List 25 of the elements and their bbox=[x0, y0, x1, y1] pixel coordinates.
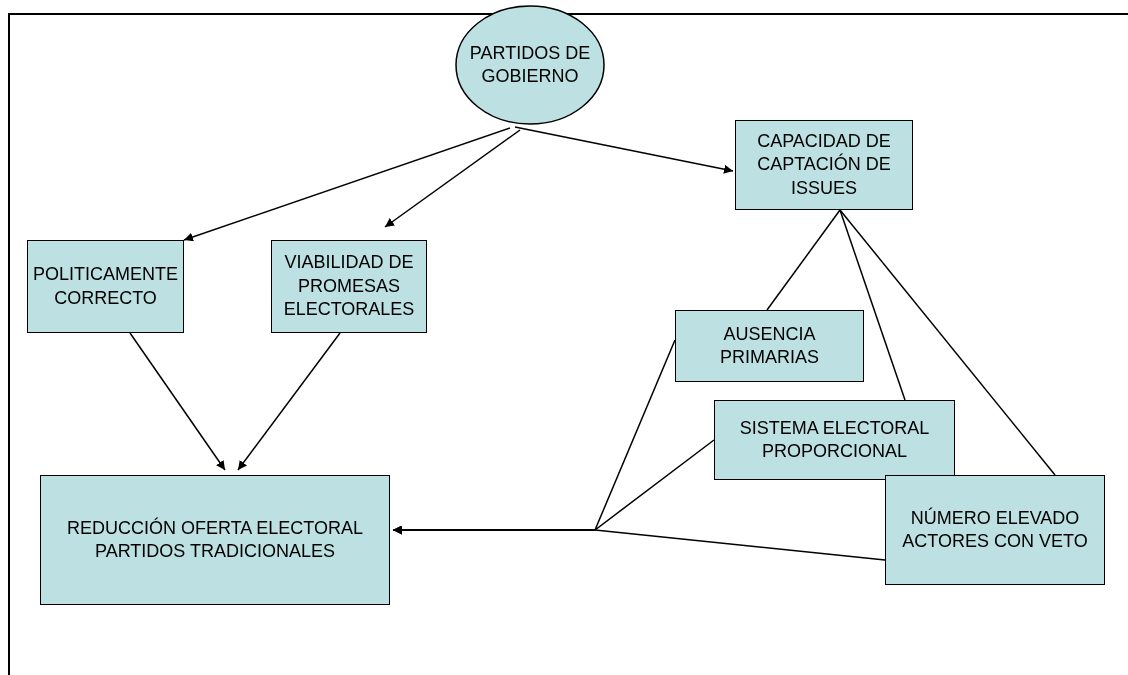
process-box bbox=[27, 240, 184, 333]
node-text: SISTEMA ELECTORAL PROPORCIONAL bbox=[738, 416, 931, 463]
node-text: AUSENCIA PRIMARIAS bbox=[719, 322, 820, 369]
node-text: NÚMERO ELEVADO ACTORES CON VETO bbox=[901, 506, 1089, 553]
arrow bbox=[514, 126, 734, 174]
process-box bbox=[40, 475, 390, 605]
node-text: VIABILIDAD DE PROMESAS ELECTORALES bbox=[282, 251, 416, 322]
process-box bbox=[735, 120, 913, 210]
process-box bbox=[675, 310, 864, 382]
process-box bbox=[714, 400, 955, 480]
process-box bbox=[885, 475, 1105, 585]
ellipse-node bbox=[455, 5, 605, 125]
node-text: POLITICAMENTE CORRECTO bbox=[32, 263, 179, 310]
process-box bbox=[271, 240, 427, 333]
connector-line bbox=[766, 209, 841, 311]
node-text: PARTIDOS DE GOBIERNO bbox=[468, 41, 592, 88]
node-text: CAPACIDAD DE CAPTACIÓN DE ISSUES bbox=[756, 129, 892, 200]
node-text: REDUCCIÓN OFERTA ELECTORAL PARTIDOS TRADICIONALES bbox=[65, 516, 365, 563]
arrow bbox=[392, 525, 886, 561]
connector-line bbox=[839, 209, 906, 401]
arrow bbox=[183, 127, 511, 242]
arrow bbox=[384, 129, 521, 228]
arrow bbox=[129, 332, 226, 471]
arrow bbox=[237, 332, 341, 471]
connector-line bbox=[839, 209, 1056, 476]
